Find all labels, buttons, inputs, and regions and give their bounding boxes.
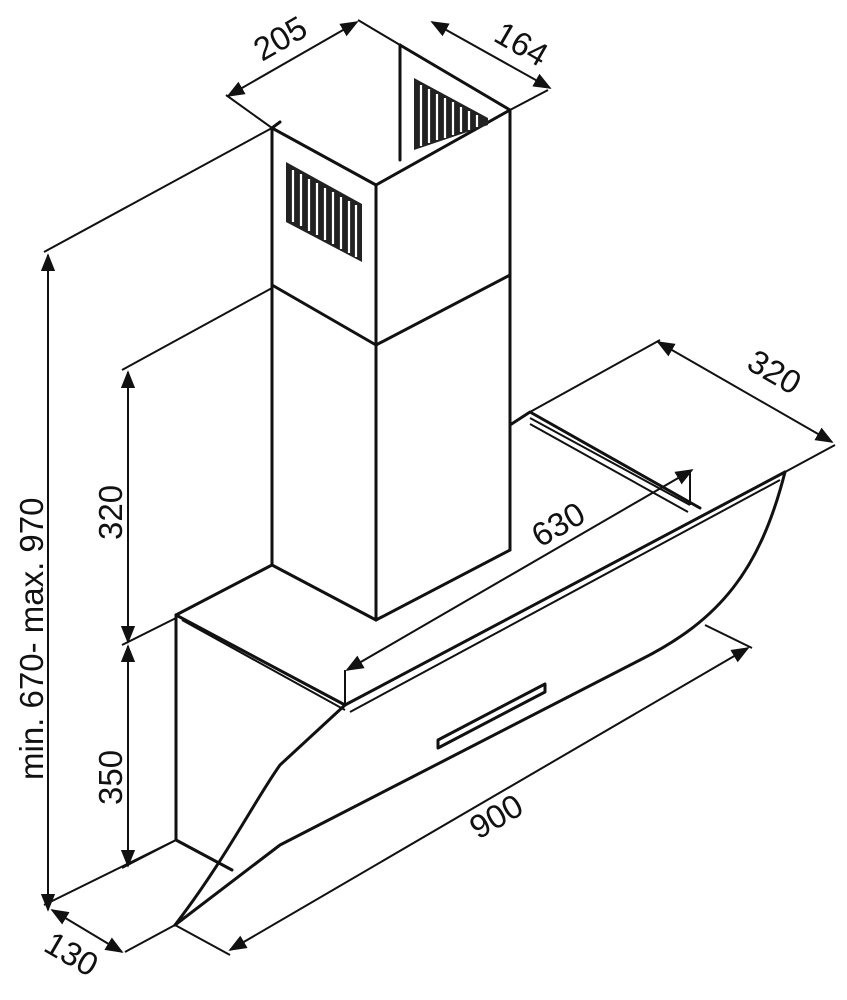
vent-grille-back-icon [414,78,488,150]
dim-chimney-depth: 164 [489,14,555,74]
dim-lower-height: 350 [92,750,129,805]
dim-bottom-depth: 130 [39,924,105,984]
dim-upper-height: 320 [92,485,129,540]
dim-height-range: min. 670- max. 970 [13,498,50,780]
dim-total-width: 900 [463,786,529,846]
chimney [270,43,512,622]
dim-chimney-width: 205 [247,8,313,68]
dim-hood-depth: 320 [742,342,808,402]
hood-body [173,410,787,927]
dim-inner-width: 630 [525,494,591,554]
vent-grille-front-icon [286,162,362,262]
dimension-lines [40,19,836,956]
